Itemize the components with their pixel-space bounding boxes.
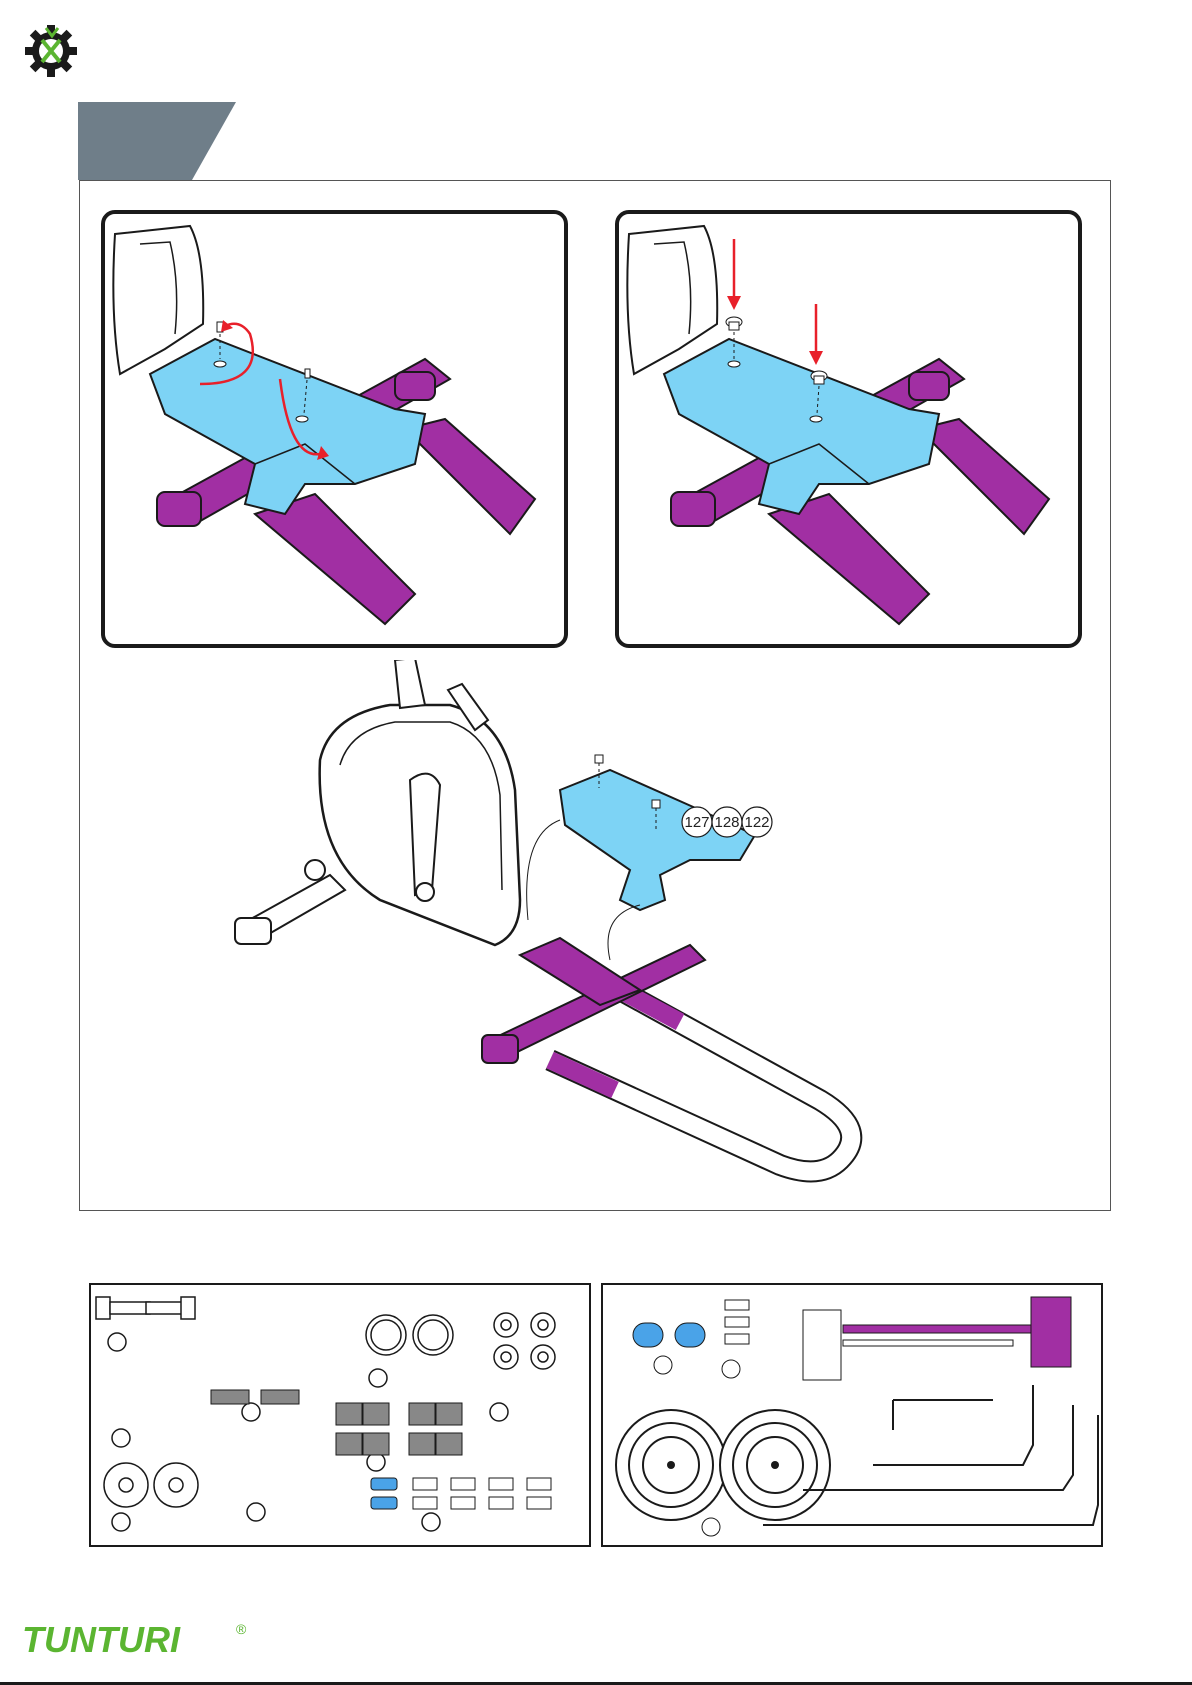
main-assembly-drawing: 127 128 122 xyxy=(220,660,940,1200)
step-tab xyxy=(78,102,236,180)
part-label-127: 127 xyxy=(684,814,709,831)
detail-illustration-left xyxy=(105,214,564,644)
part-label-128: 128 xyxy=(714,814,739,831)
part-label-122: 122 xyxy=(744,814,769,831)
tunturi-logo: TUNTURI ® xyxy=(22,1612,262,1662)
detail-panel-insert-caps xyxy=(615,210,1082,648)
gear-tools-logo-icon xyxy=(22,22,80,80)
hardware-pack-left xyxy=(89,1283,591,1547)
detail-panel-remove-screws xyxy=(101,210,568,648)
hardware-pack-right xyxy=(601,1283,1103,1547)
brand-name: TUNTURI xyxy=(22,1619,181,1660)
detail-illustration-right xyxy=(619,214,1078,644)
registered-mark: ® xyxy=(236,1621,247,1637)
part-callouts: 127 128 122 xyxy=(682,807,772,837)
